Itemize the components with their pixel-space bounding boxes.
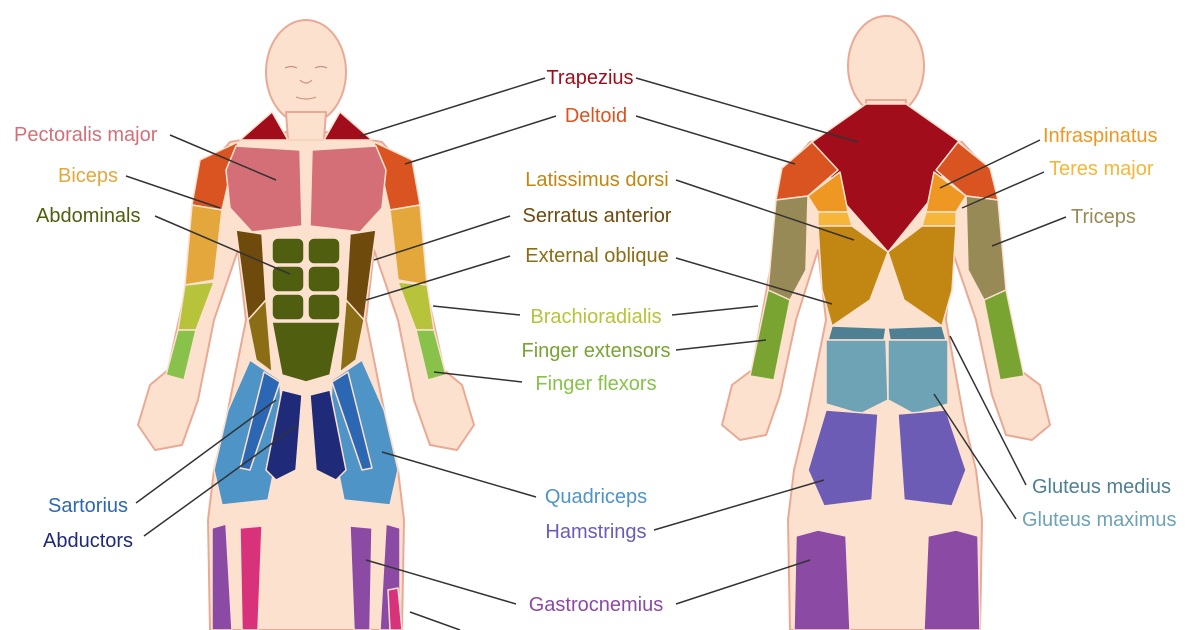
label-hamstrings: Hamstrings bbox=[520, 520, 672, 544]
label-abductors: Abductors bbox=[43, 529, 133, 553]
back-gluteus-left bbox=[826, 340, 888, 414]
front-figure bbox=[138, 20, 474, 630]
front-neck bbox=[286, 112, 326, 140]
front-calf-left-inner bbox=[240, 526, 262, 630]
back-figure bbox=[722, 16, 1050, 630]
back-gluteus-medius-left bbox=[828, 326, 886, 340]
back-gastrocnemius-left bbox=[794, 530, 850, 630]
label-biceps: Biceps bbox=[58, 164, 118, 188]
front-calf-right-inner bbox=[350, 526, 372, 630]
back-gastrocnemius-right bbox=[924, 530, 980, 630]
label-brachioradialis: Brachioradialis bbox=[510, 305, 682, 329]
back-teres-left bbox=[818, 212, 852, 226]
label-pectoralis-major: Pectoralis major bbox=[14, 123, 157, 147]
label-latissimus-dorsi: Latissimus dorsi bbox=[504, 168, 690, 192]
label-finger-extensors: Finger extensors bbox=[505, 339, 687, 363]
back-gluteus-medius-right bbox=[888, 326, 946, 340]
label-abdominals: Abdominals bbox=[36, 204, 141, 228]
label-quadriceps: Quadriceps bbox=[520, 485, 672, 509]
back-teres-right bbox=[922, 212, 956, 226]
label-gluteus-maximus: Gluteus maximus bbox=[1022, 508, 1177, 532]
label-infraspinatus: Infraspinatus bbox=[1043, 124, 1158, 148]
label-trapezius: Trapezius bbox=[530, 66, 650, 90]
label-sartorius: Sartorius bbox=[48, 494, 128, 518]
label-finger-flexors: Finger flexors bbox=[515, 372, 677, 396]
front-head bbox=[266, 20, 346, 124]
label-deltoid: Deltoid bbox=[540, 104, 652, 128]
label-triceps: Triceps bbox=[1071, 205, 1136, 229]
label-gastrocnemius: Gastrocnemius bbox=[512, 593, 680, 617]
label-gluteus-medius: Gluteus medius bbox=[1032, 475, 1171, 499]
label-serratus-anterior: Serratus anterior bbox=[504, 204, 690, 228]
label-teres-major: Teres major bbox=[1049, 157, 1153, 181]
label-external-oblique: External oblique bbox=[504, 244, 690, 268]
